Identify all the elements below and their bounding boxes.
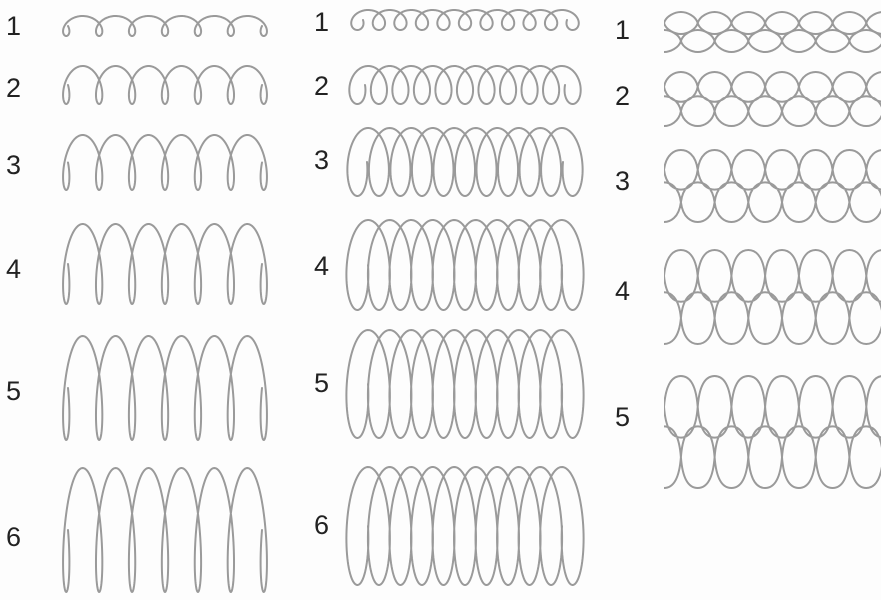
col1-row4-stitch (63, 224, 267, 304)
col2-row4-label: 4 (314, 253, 329, 280)
col2-row4-stitch (346, 220, 583, 310)
col1-row1-stitch (63, 16, 267, 36)
col3-row2-label: 2 (615, 83, 630, 110)
col3-row4-stitch (630, 250, 881, 344)
col1-row2-label: 2 (6, 75, 21, 102)
col1-row5-label: 5 (6, 378, 21, 405)
col1-row5-stitch (63, 336, 267, 440)
col2-row6-stitch (346, 467, 583, 585)
col1-row1-label: 1 (6, 13, 21, 40)
col3-mesh-group (630, 12, 881, 488)
col2-row5-stitch (346, 330, 583, 438)
col1-row2-stitch (63, 66, 267, 104)
col2-row6-label: 6 (314, 512, 329, 539)
col2-row3-stitch (347, 128, 582, 196)
col3-row5-label: 5 (615, 404, 630, 431)
col3-row5-stitch (630, 376, 881, 488)
col2-row1-label: 1 (314, 9, 329, 36)
col2-row3-label: 3 (314, 147, 329, 174)
col2-row1-stitch (351, 10, 579, 30)
col3-row2-stitch (630, 72, 881, 126)
col2-row5-label: 5 (314, 370, 329, 397)
col1-row6-label: 6 (6, 524, 21, 551)
col3-row1-stitch (630, 12, 881, 52)
col1-row3-stitch (63, 135, 267, 190)
col3-row4-label: 4 (615, 278, 630, 305)
col3-row1-label: 1 (615, 17, 630, 44)
col3-row3-label: 3 (615, 168, 630, 195)
col1-row4-label: 4 (6, 256, 21, 283)
col3-row3-stitch (630, 150, 881, 222)
col2-row2-stitch (349, 66, 580, 104)
col2-row2-label: 2 (314, 73, 329, 100)
col1-row6-stitch (63, 468, 267, 592)
col1-row3-label: 3 (6, 152, 21, 179)
